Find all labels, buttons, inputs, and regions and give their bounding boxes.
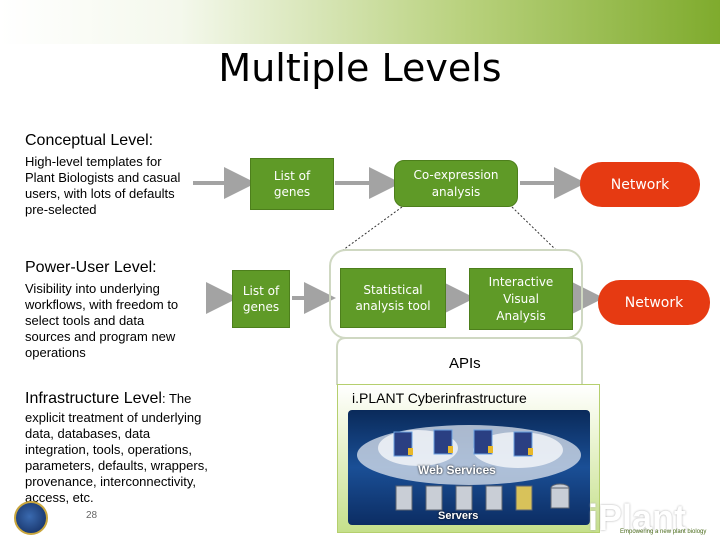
page-number: 28 xyxy=(86,510,98,521)
power-user-line: select tools and data xyxy=(25,313,145,328)
zoom-line-left xyxy=(342,206,403,251)
infrastructure-description: explicit treatment of underlying data, d… xyxy=(25,410,208,506)
infrastructure-line: parameters, defaults, wrappers, xyxy=(25,458,208,473)
servers-label: Servers xyxy=(438,510,479,522)
conceptual-network-label: Network xyxy=(610,176,670,193)
coexpression-line: analysis xyxy=(431,184,481,199)
coexpression-box: Co-expression analysis xyxy=(394,160,518,207)
power-network-label: Network xyxy=(624,294,684,311)
power-user-heading: Power-User Level: xyxy=(25,259,157,277)
iplant-logo-text: iPlant xyxy=(588,497,687,538)
conceptual-description: High-level templates for Plant Biologist… xyxy=(25,154,180,218)
conceptual-heading-suffix: : xyxy=(148,132,154,149)
cloud-graphic xyxy=(357,425,581,511)
interactive-line: Interactive xyxy=(488,274,554,289)
conceptual-line: Plant Biologists and casual xyxy=(25,170,181,185)
power-genes-line: genes xyxy=(242,300,280,314)
infrastructure-line: integration, tools, operations, xyxy=(25,442,192,457)
infrastructure-line: access, etc. xyxy=(25,490,94,505)
power-user-description: Visibility into underlying workflows, wi… xyxy=(25,281,178,361)
conceptual-genes-line: genes xyxy=(273,185,311,199)
top-gradient-bar xyxy=(0,0,720,44)
infrastructure-heading-suffix: : The xyxy=(161,391,192,406)
iplant-tagline: Empowering a new plant biology xyxy=(620,529,707,535)
power-user-line: Visibility into underlying xyxy=(25,281,160,296)
power-genes-box: List of genes xyxy=(232,270,290,328)
power-genes-line: List of xyxy=(242,284,280,298)
conceptual-line: pre-selected xyxy=(25,202,97,217)
infrastructure-line: provenance, interconnectivity, xyxy=(25,474,197,489)
power-user-heading-suffix: : xyxy=(152,259,157,276)
apis-label: APIs xyxy=(449,355,481,372)
interactive-line: Visual xyxy=(503,291,539,306)
conceptual-heading: Conceptual Level: xyxy=(25,132,153,150)
conceptual-network-box: Network xyxy=(580,162,700,207)
conceptual-line: High-level templates for xyxy=(25,154,162,169)
power-user-line: workflows, with freedom to xyxy=(25,297,179,312)
power-user-heading-label: Power-User Level xyxy=(25,259,153,276)
conceptual-genes-box: List of genes xyxy=(250,158,334,210)
page-title: Multiple Levels xyxy=(218,46,502,90)
infrastructure-line: explicit treatment of underlying xyxy=(25,410,202,425)
conceptual-line: users, with lots of defaults xyxy=(25,186,175,201)
interactive-analysis-box: Interactive Visual Analysis xyxy=(469,268,573,330)
infrastructure-line: data, databases, data xyxy=(25,426,151,441)
web-services-label: Web Services xyxy=(418,463,496,477)
statistical-tool-line: analysis tool xyxy=(355,299,431,313)
power-network-box: Network xyxy=(598,280,710,325)
web-services-illustration: Web Services Servers xyxy=(348,410,590,525)
coexpression-line: Co-expression xyxy=(413,167,499,182)
conceptual-genes-line: List of xyxy=(273,169,311,183)
statistical-tool-line: Statistical xyxy=(363,283,423,297)
power-user-line: sources and program new xyxy=(25,329,176,344)
conceptual-heading-label: Conceptual Level xyxy=(25,132,149,149)
interactive-line: Analysis xyxy=(496,308,546,323)
infrastructure-heading: Infrastructure Level: The xyxy=(25,390,325,408)
nsf-logo xyxy=(14,501,48,535)
cyberinfrastructure-title: i.PLANT Cyberinfrastructure xyxy=(352,390,527,406)
infrastructure-heading-label: Infrastructure Level xyxy=(25,390,162,407)
statistical-tool-box: Statistical analysis tool xyxy=(340,268,446,328)
zoom-line-right xyxy=(511,206,557,251)
power-user-line: operations xyxy=(25,345,86,360)
